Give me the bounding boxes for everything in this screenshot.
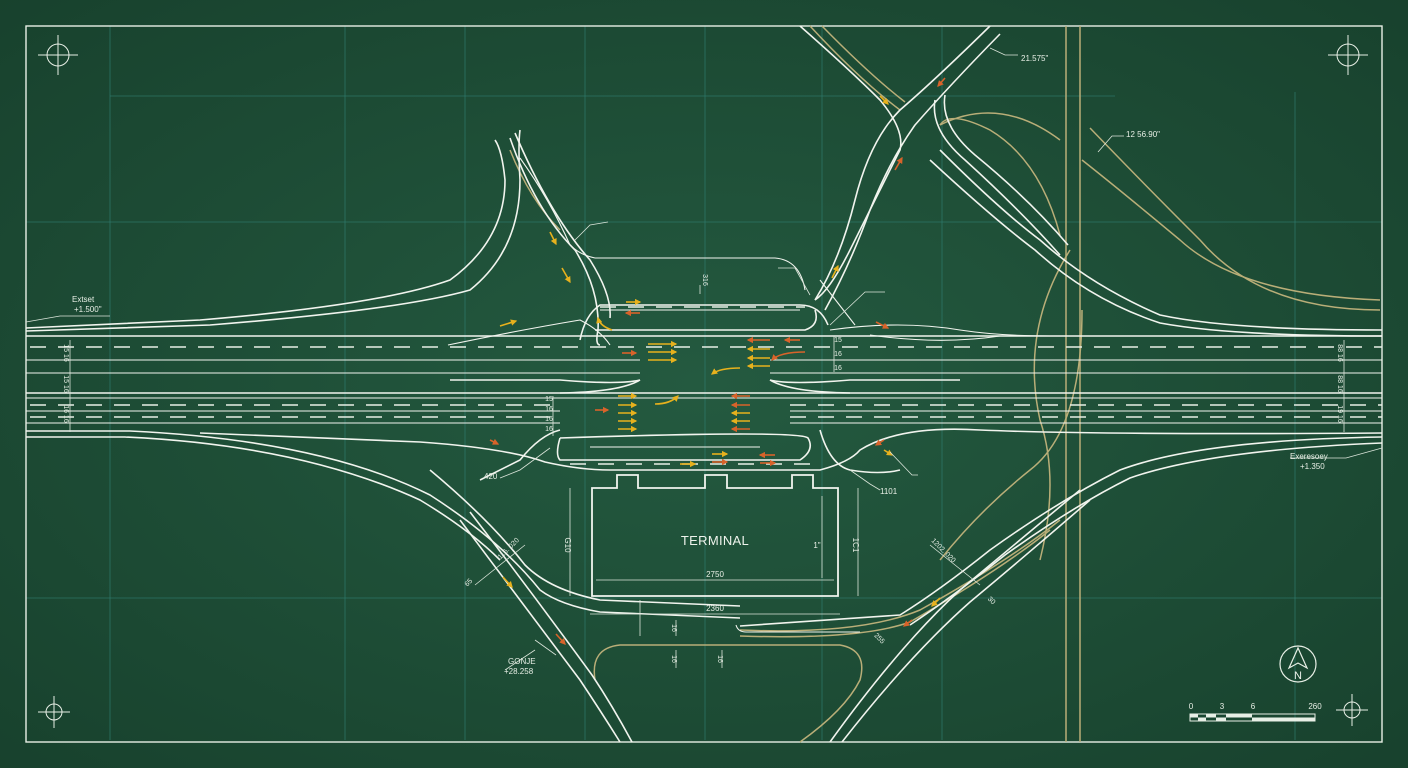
bottom-elevation-value: +28.258 bbox=[504, 667, 534, 676]
right-marker-label: 1101 bbox=[880, 487, 898, 496]
center-right-dim-3: 16 bbox=[834, 365, 842, 372]
center-left-dim-1: 15 bbox=[545, 396, 553, 403]
terminal-building bbox=[591, 474, 839, 597]
right-angle-callout: 12 56.90" bbox=[1126, 130, 1160, 139]
scale-tick-3: 3 bbox=[1220, 702, 1225, 711]
terminal-right-height-dim: 1C1 bbox=[851, 538, 860, 553]
north-arrow bbox=[1279, 645, 1317, 683]
terminal-under-dim-c: 16 bbox=[716, 655, 723, 663]
sw-marker: 65 bbox=[464, 578, 475, 589]
terminal-label: TERMINAL bbox=[681, 533, 749, 548]
bottom-elevation-name: GONJE bbox=[508, 657, 536, 666]
center-left-dim-4: 16 bbox=[545, 426, 553, 433]
left-elevation-name: Extset bbox=[72, 295, 95, 304]
traffic-arrows bbox=[489, 77, 946, 645]
top-right-angle-callout: 21.575" bbox=[1021, 54, 1048, 63]
right-diagonal-end: 30 bbox=[986, 596, 997, 607]
callout-leaders bbox=[25, 47, 1383, 671]
right-lane-dim-2: 88 16 bbox=[1336, 375, 1343, 393]
terminal-under-dim-b: 16 bbox=[670, 655, 677, 663]
terminal-outer-width-dim: 2360 bbox=[706, 604, 724, 613]
right-lane-dim-1: 88 16 bbox=[1336, 344, 1343, 362]
lane-dimension-ticks bbox=[69, 336, 1345, 436]
terminal-dimensions bbox=[569, 488, 859, 668]
registration-marks bbox=[38, 35, 1368, 728]
scale-tick-0: 0 bbox=[1189, 702, 1194, 711]
left-lane-dim-3: 16 16 bbox=[62, 405, 69, 423]
center-right-dim-1: 15 bbox=[834, 337, 842, 344]
terminal-under-dim-a: 16 bbox=[670, 624, 677, 632]
reference-grid bbox=[26, 26, 1382, 740]
terminal-left-height-dim: G10 bbox=[563, 537, 572, 553]
scale-bar bbox=[1189, 713, 1316, 722]
center-right-dim-2: 16 bbox=[834, 351, 842, 358]
right-elevation-value: +1.350 bbox=[1300, 462, 1325, 471]
center-left-dim-3: 16 bbox=[545, 416, 553, 423]
terminal-inner-width-dim: 2750 bbox=[706, 570, 724, 579]
scale-tick-260: 260 bbox=[1308, 702, 1322, 711]
main-highway bbox=[26, 335, 1382, 561]
left-marker-label: 420 bbox=[484, 472, 498, 481]
rail-corridors bbox=[509, 25, 1381, 743]
center-left-dim-2: 16 bbox=[545, 406, 553, 413]
right-lane-dim-3: 19 16 bbox=[1336, 405, 1343, 423]
right-elevation-name: Exeresoey bbox=[1290, 452, 1328, 461]
left-lane-dim-1: 15 16 bbox=[62, 344, 69, 362]
terminal-right-inner-dim: 1" bbox=[813, 541, 820, 550]
sheet-border bbox=[25, 25, 1383, 743]
scale-tick-6: 6 bbox=[1251, 702, 1256, 711]
left-lane-dim-2: 15 16 bbox=[62, 375, 69, 393]
north-label: N bbox=[1294, 670, 1302, 682]
top-center-dim: 316 bbox=[701, 274, 708, 286]
left-elevation-value: +1.500" bbox=[74, 305, 102, 314]
